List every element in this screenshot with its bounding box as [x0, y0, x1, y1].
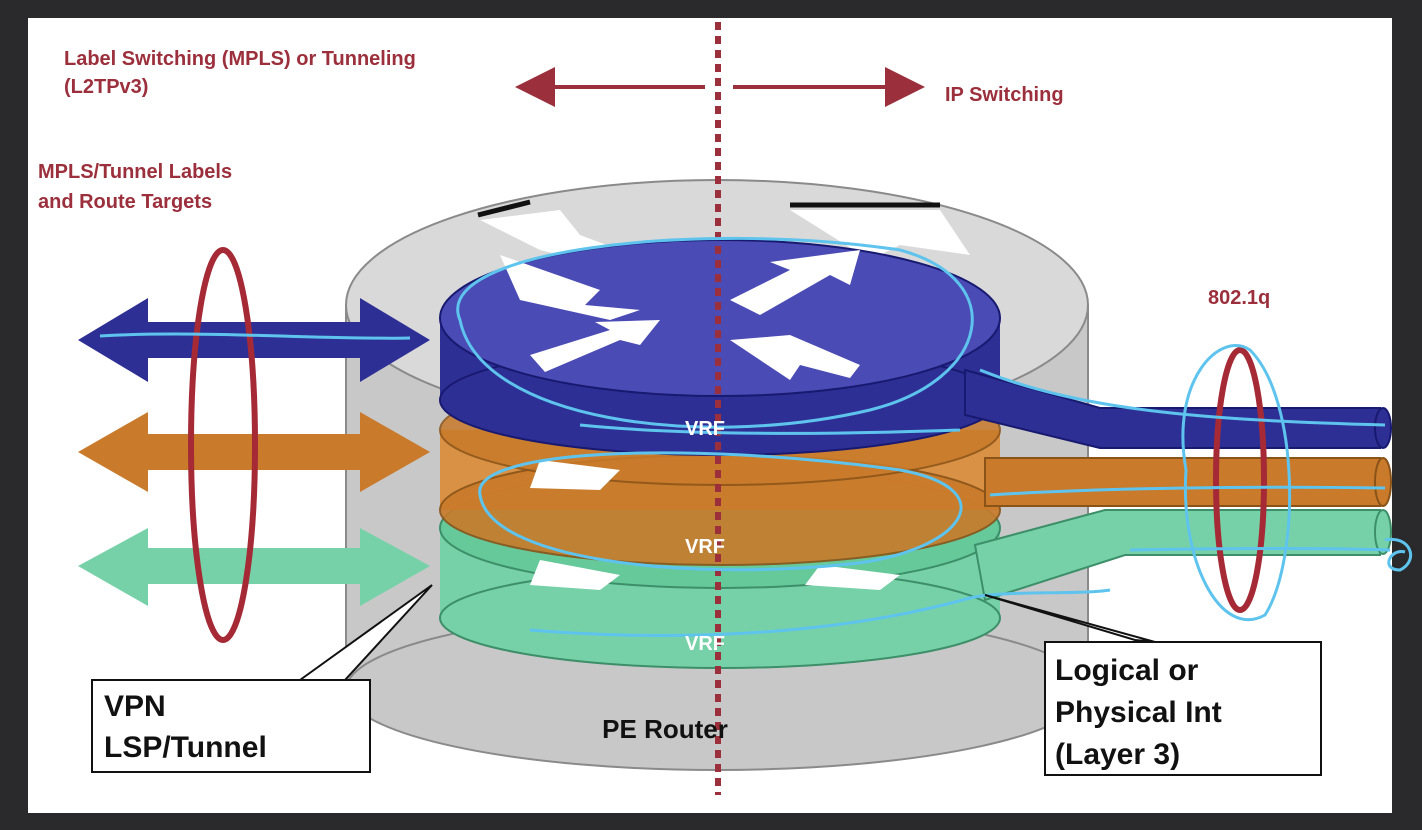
label-ring	[188, 247, 258, 643]
vrf-label-top: VRF	[685, 418, 725, 440]
green-lsp-arrow	[78, 528, 430, 606]
ip-switching-label: IP Switching	[945, 84, 1064, 106]
label-switching-title: Label Switching (MPLS) or Tunneling	[64, 48, 416, 70]
blue-lsp-arrow	[78, 298, 430, 382]
dot1q-ring	[1213, 347, 1267, 613]
callout-right-line1: Logical or	[1055, 654, 1199, 687]
callout-right-box	[1044, 641, 1322, 776]
dot1q-label: 802.1q	[1208, 287, 1270, 309]
callout-right-line3: (Layer 3)	[1055, 738, 1180, 771]
vrf-label-bottom: VRF	[685, 633, 725, 655]
pe-router-label: PE Router	[602, 714, 728, 744]
label-switching-subtitle: (L2TPv3)	[64, 76, 148, 98]
handwritten-annotations	[99, 236, 1413, 637]
callout-left-line2: LSP/Tunnel	[104, 731, 267, 764]
mpls-labels-title: MPLS/Tunnel Labels	[38, 161, 232, 183]
callout-left-box	[91, 679, 371, 773]
interface-pipes	[964, 368, 1392, 602]
callout-right-line2: Physical Int	[1055, 696, 1222, 729]
mpls-labels-subtitle: and Route Targets	[38, 191, 212, 213]
callout-left-line1: VPN	[104, 690, 166, 723]
vrf-label-middle: VRF	[685, 536, 725, 558]
